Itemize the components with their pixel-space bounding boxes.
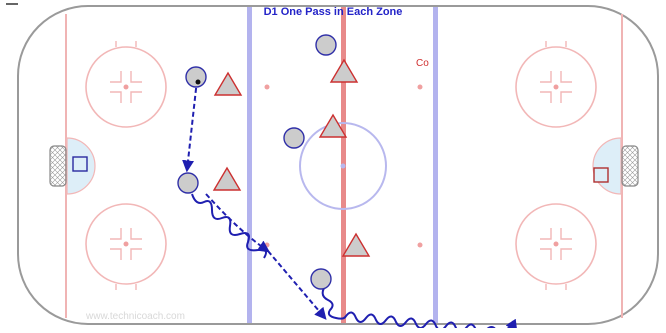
cone-triangle (341, 232, 371, 257)
player-circle (283, 127, 305, 149)
cone-triangle (212, 166, 242, 191)
watermark: www.technicoach.com (86, 311, 185, 322)
player-circle (315, 34, 337, 56)
goalie-right (593, 167, 609, 183)
neutral-dot (264, 84, 270, 90)
pass-arrow (267, 250, 327, 320)
pass-arrow (182, 79, 198, 173)
faceoff-circle-right-bottom (515, 203, 597, 290)
neutral-dot (417, 242, 423, 248)
cone-triangle (213, 71, 243, 96)
center-circle (299, 122, 387, 210)
cone-triangle (318, 113, 348, 138)
faceoff-circle-left-bottom (85, 203, 167, 290)
faceoff-circle-right-top (515, 41, 597, 128)
goalie-left (72, 156, 88, 172)
neutral-dot (264, 242, 270, 248)
puck (195, 79, 201, 85)
blue-line-right (433, 7, 438, 323)
coach-label: Co (416, 58, 429, 69)
rink-boards (17, 5, 659, 325)
player-circle (185, 66, 207, 88)
pass-arrow (205, 193, 270, 253)
player-circle (310, 268, 332, 290)
skate-path (321, 287, 518, 333)
player-circle (177, 172, 199, 194)
cone-triangle (329, 58, 359, 83)
faceoff-circle-left-top (85, 41, 167, 128)
diagram-title: D1 One Pass in Each Zone (263, 6, 403, 18)
neutral-dot (417, 84, 423, 90)
goal-net-left (49, 145, 67, 187)
blue-line-left (247, 7, 252, 323)
goal-net-right (621, 145, 639, 187)
skate-path (191, 193, 267, 259)
center-dot (340, 163, 346, 169)
